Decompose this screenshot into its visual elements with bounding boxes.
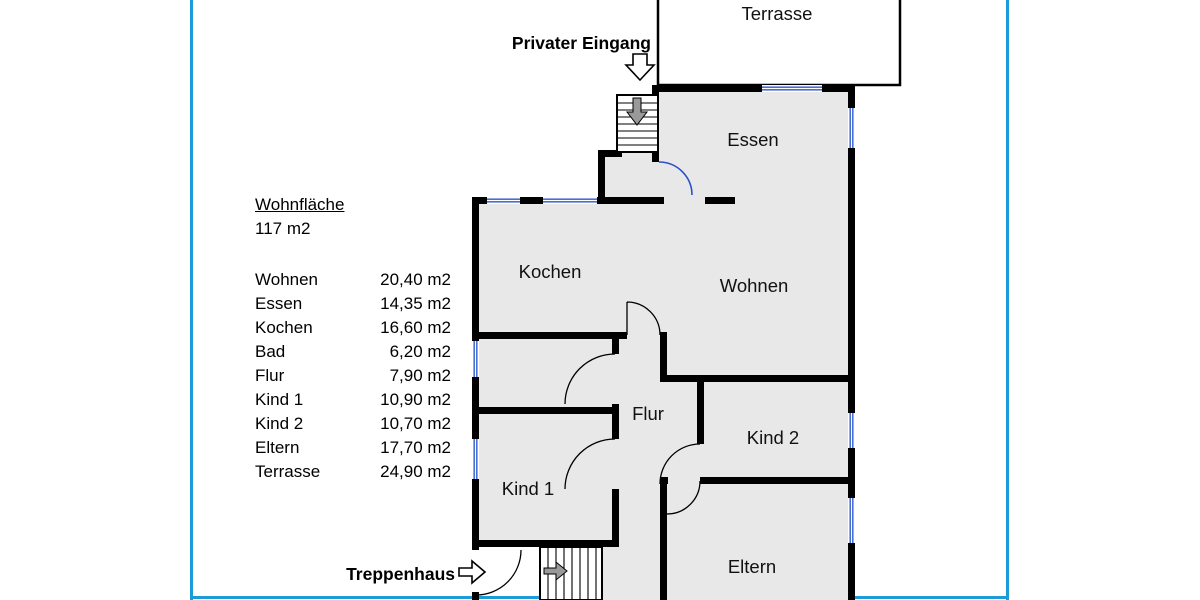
legend-row: Terrasse 24,90 m2 [255,460,451,484]
window-terrace [762,85,822,92]
room-label-kind2: Kind 2 [747,427,799,448]
room-kochen-fill [479,204,662,339]
room-label-essen: Essen [727,129,778,150]
door-arc-bad [564,353,616,405]
windows [472,85,855,592]
entrance-stairs [616,94,659,153]
legend-value: 6,20 m2 [389,342,451,361]
legend-row: Kind 1 10,90 m2 [255,388,451,412]
area-legend: Wohnfläche 117 m2 Wohnen 20,40 m2 Essen 14… [255,193,451,484]
legend-value: 7,90 m2 [389,366,451,385]
legend-value: 20,40 m2 [380,270,451,289]
window-kochen-2 [543,197,597,204]
legend-total-area: 117 m2 [255,219,311,238]
main-stairs [539,546,603,600]
frame-left-line [190,0,193,600]
legend-label: Flur [255,366,285,385]
room-fills [479,92,848,600]
legend-value: 10,70 m2 [380,414,451,433]
window-eltern [848,498,855,543]
legend-label: Kind 1 [255,390,304,409]
legend-row: Essen 14,35 m2 [255,292,451,316]
frame-right-line [1006,0,1009,600]
terrace-outline [656,0,902,87]
legend-value: 14,35 m2 [380,294,451,313]
legend-row: Eltern 17,70 m2 [255,436,451,460]
legend-value: 24,90 m2 [380,462,451,481]
room-eltern-fill [667,477,848,600]
legend-row: Flur 7,90 m2 [255,364,451,388]
window-essen [848,108,855,148]
room-label-flur: Flur [632,403,664,424]
legend-value: 10,90 m2 [380,390,451,409]
legend-label: Kochen [255,318,313,337]
legend-row: Bad 6,20 m2 [255,340,451,364]
room-bad-fill [479,339,619,414]
room-label-terrasse: Terrasse [742,3,813,24]
stairwell-label: Treppenhaus [346,564,455,584]
door-arc-kind1 [564,438,616,490]
legend-row: Kind 2 10,70 m2 [255,412,451,436]
window-kochen-1 [487,197,520,204]
legend-label: Essen [255,294,303,313]
room-flur-fill [612,339,704,484]
door-arc-kochen [626,301,661,336]
legend-title: Wohnfläche [255,195,345,214]
private-entrance-arrow-icon [624,53,656,82]
window-bad [472,341,479,377]
private-entrance-label: Privater Eingang [512,33,651,53]
legend-row: Wohnen 20,40 m2 [255,268,451,292]
legend-label: Wohnen [255,270,319,289]
legend-label: Eltern [255,438,300,457]
room-kind1-fill [479,407,619,547]
legend-label: Kind 2 [255,414,304,433]
legend-label: Bad [255,342,286,361]
door-arc-stairwell [475,549,522,596]
vestibule-fill [598,150,659,204]
legend-value: 16,60 m2 [380,318,451,337]
room-label-kind1: Kind 1 [502,478,554,499]
door-arcs [475,161,701,596]
room-kind2-fill [697,382,848,477]
stairs-direction-arrow-icon [543,560,568,582]
door-arc-kind2 [659,443,701,485]
door-arc-entrance [658,161,693,196]
room-label-kochen: Kochen [519,261,582,282]
room-label-eltern: Eltern [728,556,776,577]
window-kind2 [848,413,855,448]
legend-value: 17,70 m2 [380,438,451,457]
legend-label: Terrasse [255,462,321,481]
legend-row: Kochen 16,60 m2 [255,316,451,340]
door-arc-eltern [666,480,701,515]
entrance-direction-arrow-icon [625,97,649,126]
window-kind1 [472,439,479,479]
stairwell-arrow-icon [458,559,487,585]
room-label-wohnen: Wohnen [720,275,789,296]
